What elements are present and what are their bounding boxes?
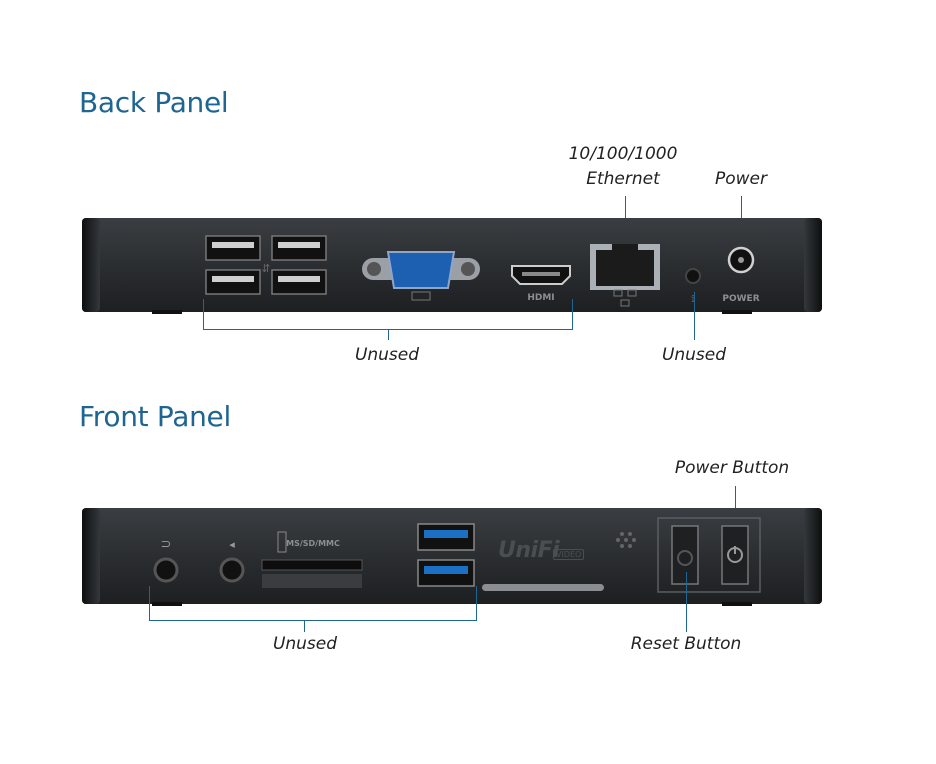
- reset-button[interactable]: [671, 525, 699, 585]
- headphone-jack: ⊃: [153, 537, 179, 583]
- power-jack: [727, 246, 755, 274]
- audio-jack-back: ⟟: [685, 268, 701, 305]
- mic-jack: ◂: [219, 538, 245, 583]
- unifi-logo: UniFi: [498, 538, 560, 563]
- svg-text:⇵: ⇵: [261, 262, 270, 275]
- power-button-callout-label: Power Button: [674, 458, 790, 478]
- front-unused-bracket-right-end: [476, 586, 477, 620]
- unused-bracket-right-end: [572, 299, 573, 329]
- usb-ports-back: ⇵: [205, 235, 327, 295]
- front-unused-bracket-left-end: [149, 586, 150, 620]
- power-port-label: POWER: [722, 294, 760, 304]
- unused-audio-line: [694, 292, 695, 340]
- svg-text:◂: ◂: [229, 538, 235, 551]
- unused-bracket-left-end: [203, 299, 204, 329]
- svg-text:⟟: ⟟: [691, 294, 695, 305]
- ethernet-callout-speed: 10/100/1000: [568, 144, 678, 164]
- unused-callout-back-left: Unused: [354, 345, 420, 365]
- svg-text:⊃: ⊃: [161, 537, 172, 552]
- unifi-video-badge: VIDEO: [553, 549, 585, 560]
- unused-bracket-stem: [388, 329, 389, 340]
- power-button-callout-line: [735, 486, 736, 526]
- front-unused-bracket-bottom: [149, 620, 477, 621]
- unused-callout-front: Unused: [272, 634, 338, 654]
- power-button[interactable]: [721, 525, 749, 585]
- back-panel-device: ⇵ ⟟: [82, 218, 822, 314]
- ethernet-callout-label: Ethernet: [586, 169, 660, 189]
- card-reader-slot: [261, 531, 363, 588]
- front-panel-title: Front Panel: [79, 400, 231, 433]
- front-panel-device: ⊃ ◂: [82, 508, 822, 606]
- status-light-bar: [482, 584, 604, 591]
- ir-sensor-dots: [616, 532, 636, 548]
- back-panel-title: Back Panel: [79, 86, 229, 119]
- hdmi-port: [511, 265, 571, 285]
- front-unused-bracket-stem: [304, 620, 305, 632]
- unused-callout-back-right: Unused: [661, 345, 727, 365]
- reset-button-callout-line: [686, 572, 687, 632]
- ethernet-port: [590, 244, 660, 307]
- reset-button-callout-label: Reset Button: [630, 634, 742, 654]
- button-frame: [657, 517, 761, 593]
- card-reader-label: MS/SD/MMC: [286, 539, 340, 548]
- usb3-ports-front: [417, 523, 475, 587]
- power-callout-label: Power: [714, 169, 768, 189]
- vga-port: [362, 251, 480, 301]
- hdmi-port-label: HDMI: [527, 293, 555, 303]
